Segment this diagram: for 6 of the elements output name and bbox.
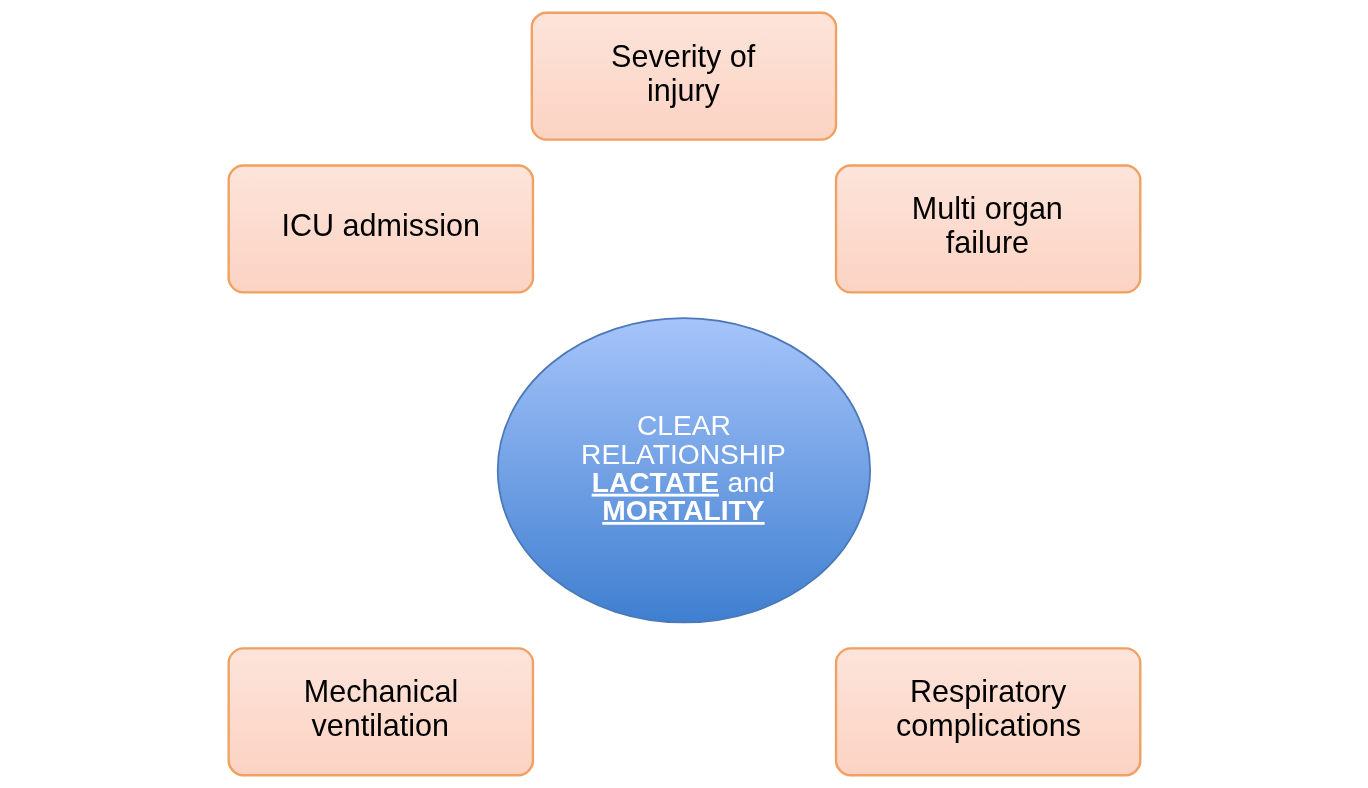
node-box: Mechanical ventilation <box>227 647 534 777</box>
node-box: Severity of injury <box>530 11 837 141</box>
node-box: Respiratory complications <box>834 647 1141 777</box>
node-ellipse: CLEAR RELATIONSHIP LACTATE and MORTALITY <box>496 317 871 624</box>
node-box: ICU admission <box>227 164 534 294</box>
node-box: Multi organ failure <box>834 164 1141 294</box>
